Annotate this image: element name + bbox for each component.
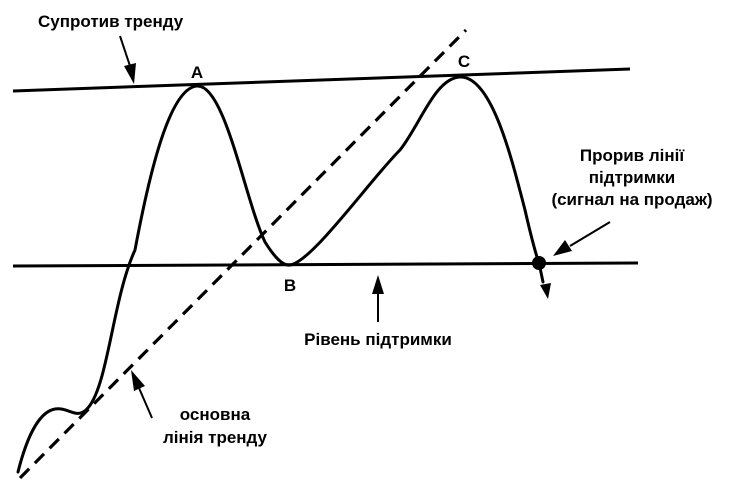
- resistance-line: [12, 67, 631, 93]
- resistance-label: Супротив тренду: [38, 12, 184, 31]
- breakout-label-line3: (сигнал на продаж): [551, 190, 712, 209]
- breakout-label-line1: Прорив лінії: [580, 146, 686, 165]
- trendline-pointer-shaft: [138, 387, 153, 419]
- breakout-pointer-head: [553, 240, 572, 256]
- point-c-label: C: [458, 52, 470, 71]
- breakout-pointer-shaft: [569, 221, 611, 247]
- breakout-point: [532, 256, 546, 270]
- point-a-label: A: [191, 63, 203, 82]
- trendline-pointer-head: [131, 370, 145, 391]
- trendline-label-line1: основна: [180, 405, 251, 424]
- support-label: Рівень підтримки: [304, 330, 452, 349]
- point-b-label: B: [284, 276, 296, 295]
- main-trend-line: [18, 28, 468, 480]
- trendline-label-line2: лінія тренду: [163, 428, 268, 447]
- breakout-label-line2: підтримки: [589, 168, 675, 187]
- price-curve: [16, 75, 545, 474]
- resistance-pointer-shaft: [119, 35, 131, 67]
- support-pointer-head: [372, 275, 384, 294]
- resistance-pointer-head: [124, 63, 136, 84]
- breakout-arrow-head: [540, 283, 551, 299]
